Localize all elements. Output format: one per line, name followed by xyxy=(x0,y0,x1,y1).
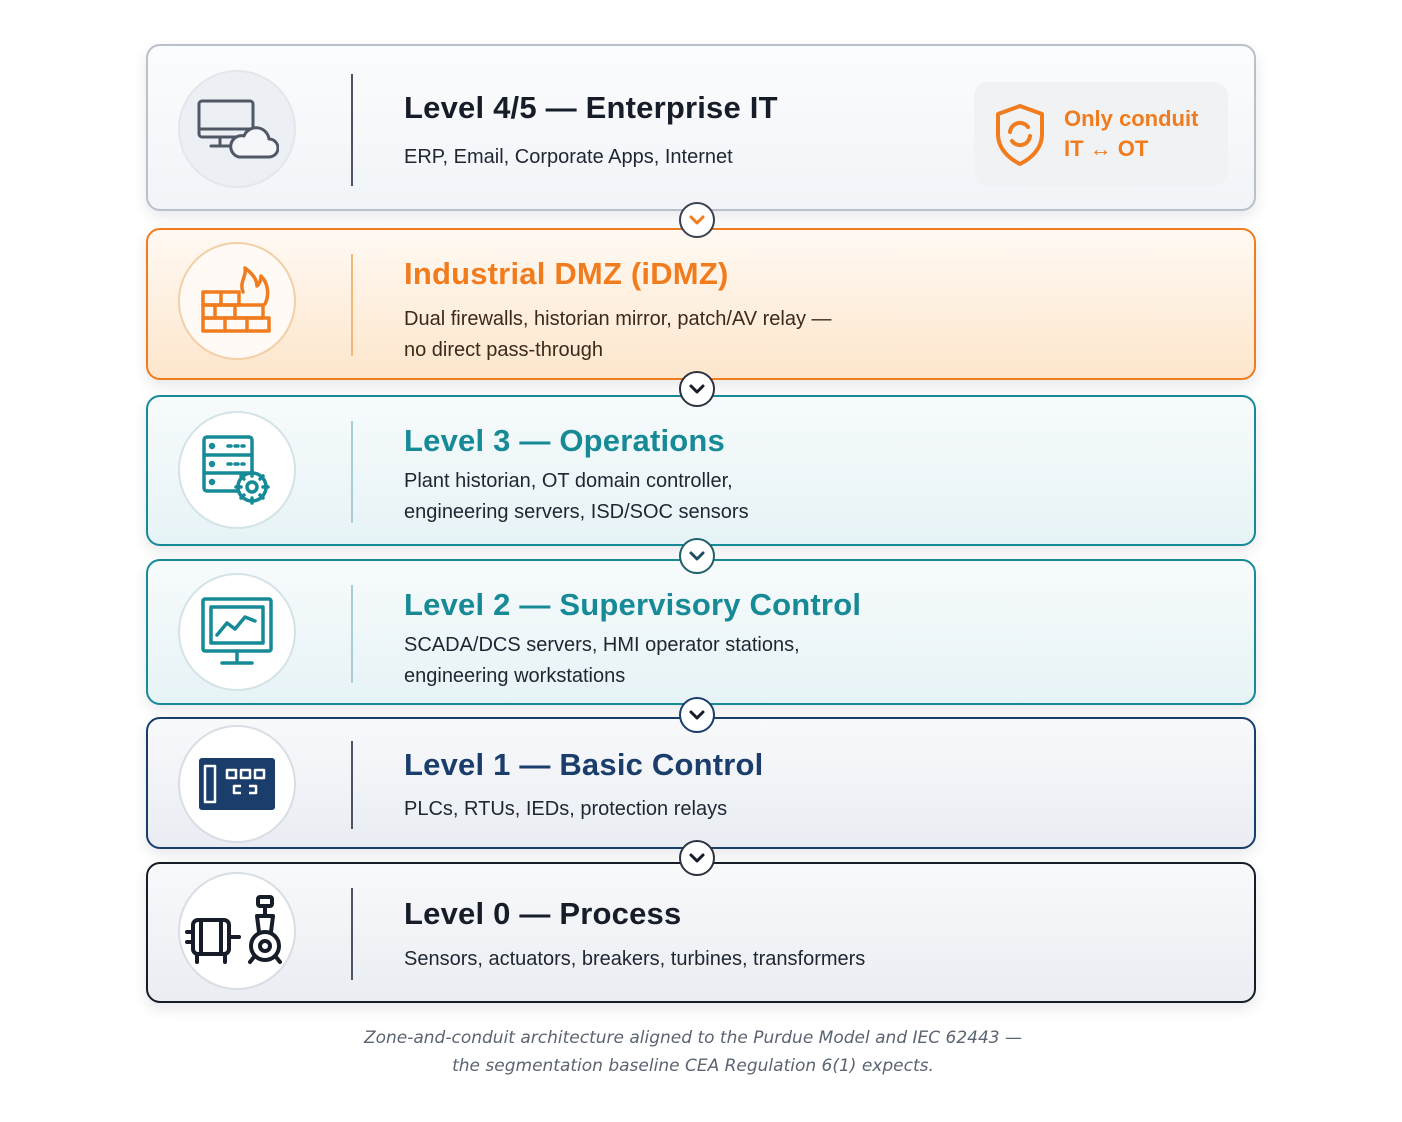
layer-divider xyxy=(351,74,353,186)
layer-description: PLCs, RTUs, IEDs, protection relays xyxy=(404,798,728,820)
firewall-icon xyxy=(201,266,271,333)
server-gear-icon xyxy=(202,435,270,505)
flow-connector xyxy=(679,840,715,876)
layer-description: Sensors, actuators, breakers, turbines, … xyxy=(404,948,866,970)
layer-industrial-dmz: Industrial DMZ (iDMZ) Dual firewalls, hi… xyxy=(146,228,1256,380)
layer-divider xyxy=(351,741,353,829)
layer-divider xyxy=(351,888,353,980)
layer-divider xyxy=(351,421,353,523)
layer-description: Dual firewalls, historian mirror, patch/… xyxy=(404,308,832,361)
layer-icon-circle xyxy=(178,872,296,990)
plc-icon xyxy=(199,758,275,810)
layer-process: Level 0 — Process Sensors, actuators, br… xyxy=(146,862,1256,1003)
layer-description: Plant historian, OT domain controller, e… xyxy=(404,470,749,523)
chevron-down-icon xyxy=(689,853,705,863)
chevron-down-icon xyxy=(689,710,705,720)
layer-title: Level 1 — Basic Control xyxy=(404,747,764,782)
hmi-monitor-icon xyxy=(201,597,273,665)
layer-title: Level 3 — Operations xyxy=(404,423,725,458)
chevron-down-icon xyxy=(689,551,705,561)
chevron-down-icon xyxy=(689,384,705,394)
layer-basic-control: Level 1 — Basic Control PLCs, RTUs, IEDs… xyxy=(146,717,1256,849)
layer-description: ERP, Email, Corporate Apps, Internet xyxy=(404,146,733,168)
layer-title: Level 0 — Process xyxy=(404,896,682,931)
layer-title: Level 2 — Supervisory Control xyxy=(404,587,862,622)
layer-supervisory-control: Level 2 — Supervisory Control SCADA/DCS … xyxy=(146,559,1256,705)
flow-connector xyxy=(679,697,715,733)
layer-icon-circle xyxy=(178,573,296,691)
figure-caption: Zone-and-conduit architecture aligned to… xyxy=(363,1028,1023,1076)
chevron-down-icon xyxy=(689,215,705,225)
layer-description: SCADA/DCS servers, HMI operator stations… xyxy=(404,634,800,687)
layer-icon-circle xyxy=(178,725,296,843)
layer-icon-circle xyxy=(178,70,296,188)
layer-title: Industrial DMZ (iDMZ) xyxy=(404,256,729,291)
conduit-badge: Only conduit IT ↔ OT xyxy=(974,82,1228,186)
conduit-badge-text: Only conduit IT ↔ OT xyxy=(1064,106,1199,161)
layer-enterprise-it: Level 4/5 — Enterprise IT ERP, Email, Co… xyxy=(146,44,1256,211)
flow-connector xyxy=(679,202,715,238)
shield-sync-icon xyxy=(996,104,1044,166)
layer-icon-circle xyxy=(178,242,296,360)
layer-title: Level 4/5 — Enterprise IT xyxy=(404,90,778,125)
motor-valve-icon xyxy=(185,895,282,964)
layer-divider xyxy=(351,585,353,683)
layer-icon-circle xyxy=(178,411,296,529)
layer-divider xyxy=(351,254,353,356)
layer-operations: Level 3 — Operations Plant historian, OT… xyxy=(146,395,1256,546)
desktop-cloud-icon xyxy=(197,99,279,159)
flow-connector xyxy=(679,371,715,407)
flow-connector xyxy=(679,538,715,574)
